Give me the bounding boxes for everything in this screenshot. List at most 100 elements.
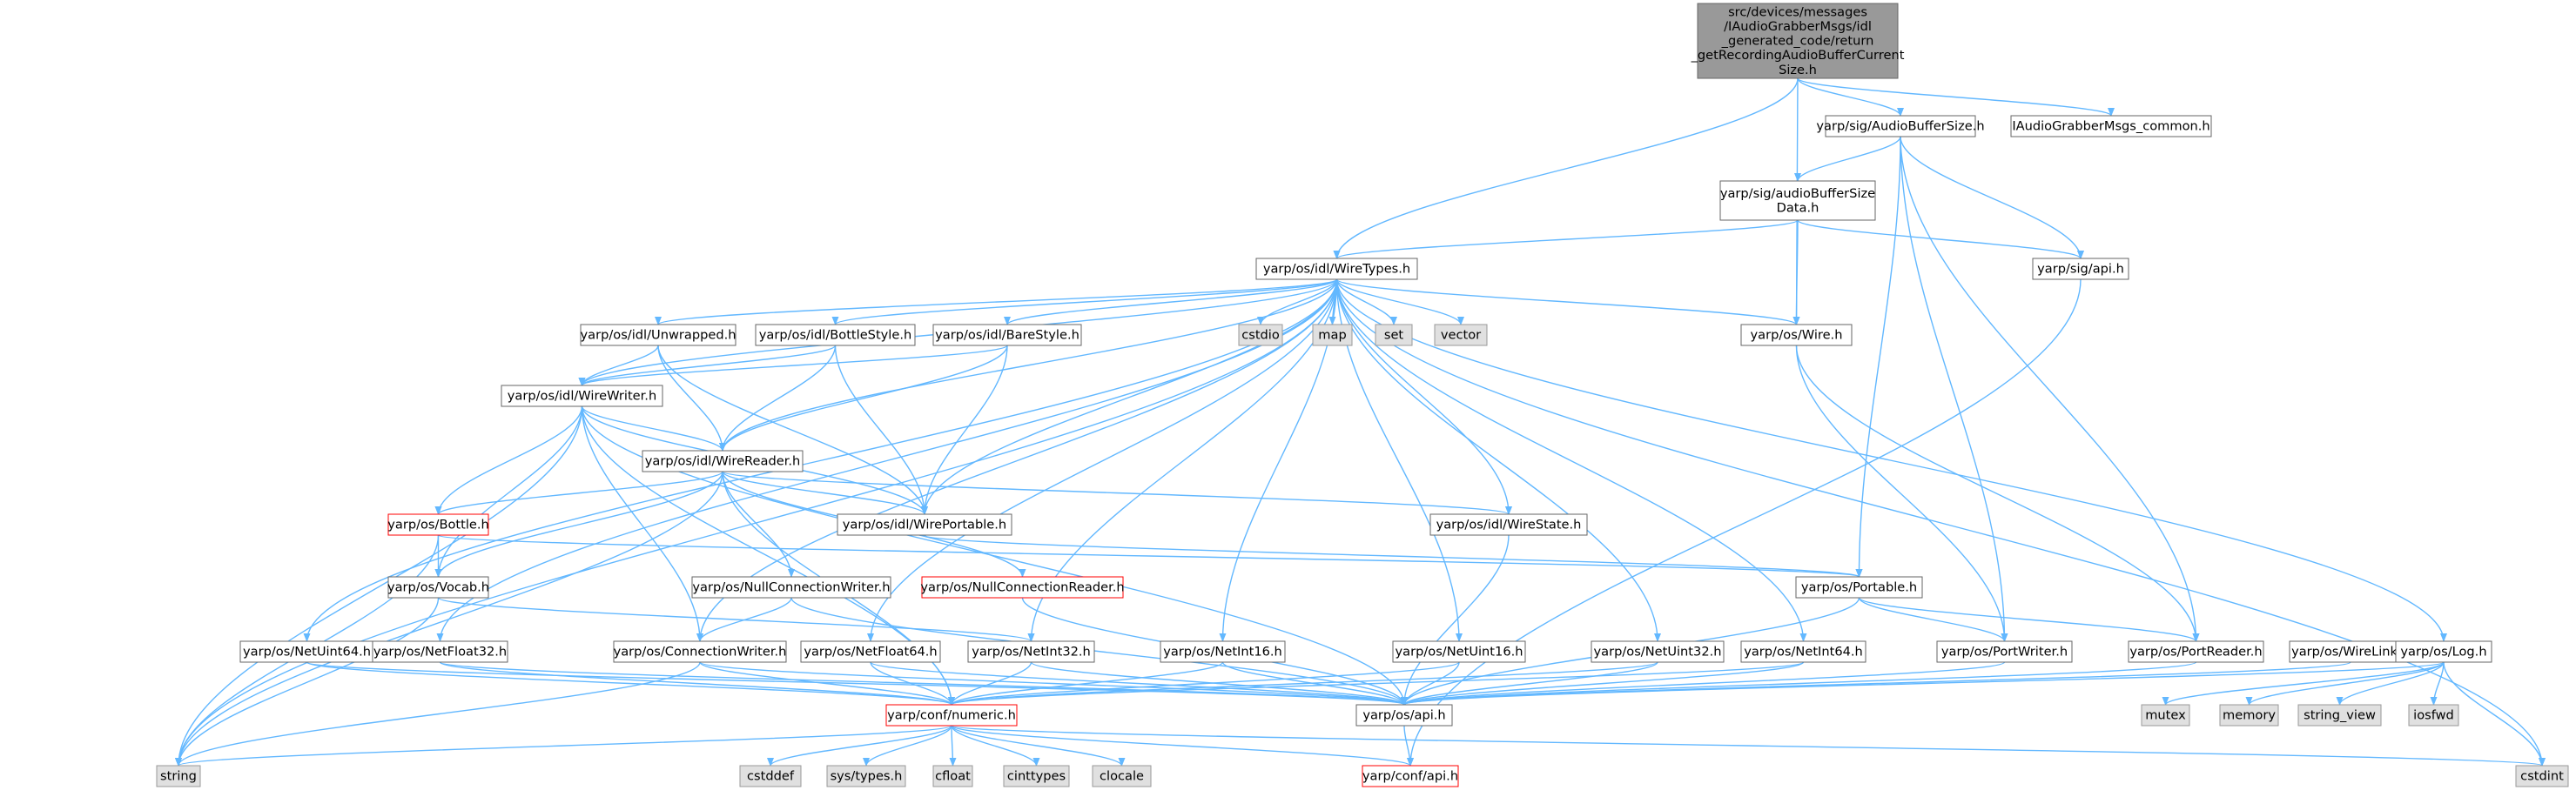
node-box-log[interactable]	[2395, 640, 2492, 663]
node-box-wiretypes[interactable]	[1255, 258, 1418, 280]
node-netuint16[interactable]: yarp/os/NetUint16.h	[1392, 640, 1526, 663]
edge-log-to-string_view	[2336, 661, 2445, 706]
node-box-unwrapped[interactable]	[580, 324, 736, 346]
node-box-root[interactable]	[1697, 3, 1899, 79]
node-unwrapped[interactable]: yarp/os/idl/Unwrapped.h	[580, 324, 736, 346]
node-box-netfloat64[interactable]	[800, 640, 941, 663]
node-osapi[interactable]: yarp/os/api.h	[1355, 704, 1453, 727]
node-box-vocab[interactable]	[387, 576, 489, 599]
edge-numeric-to-systypes	[863, 725, 952, 767]
node-sigapi[interactable]: yarp/sig/api.h	[2032, 258, 2129, 280]
node-wirereader[interactable]: yarp/os/idl/WireReader.h	[642, 450, 804, 472]
node-box-confapi[interactable]	[1362, 765, 1459, 787]
node-label-wiretypes: yarp/os/idl/WireTypes.h	[1263, 262, 1410, 277]
node-box-netint16[interactable]	[1160, 640, 1286, 663]
edge-portwriter-to-osapi	[1401, 661, 2006, 706]
node-wiretypes[interactable]: yarp/os/idl/WireTypes.h	[1255, 258, 1418, 280]
node-connwriter[interactable]: yarp/os/ConnectionWriter.h	[613, 640, 787, 663]
node-netfloat64[interactable]: yarp/os/NetFloat64.h	[800, 640, 941, 663]
node-box-sigapi[interactable]	[2032, 258, 2129, 280]
edge-audiobuffersize-to-sigapi	[1900, 136, 2084, 259]
node-netfloat32[interactable]: yarp/os/NetFloat32.h	[372, 640, 508, 663]
node-box-osapi[interactable]	[1355, 704, 1453, 727]
node-box-wirelink[interactable]	[2289, 640, 2412, 663]
edge-netint16-to-numeric	[948, 661, 1224, 706]
node-label-bottle: yarp/os/Bottle.h	[387, 518, 489, 532]
node-box-wirereader[interactable]	[642, 450, 804, 472]
node-numeric[interactable]: yarp/conf/numeric.h	[885, 704, 1018, 727]
edges-layer	[175, 77, 2546, 767]
edge-connwriter-to-numeric	[699, 661, 955, 706]
node-barestyle[interactable]: yarp/os/idl/BareStyle.h	[932, 324, 1082, 346]
node-box-audiobuffersizedata[interactable]	[1719, 180, 1876, 221]
node-box-numeric[interactable]	[885, 704, 1018, 727]
node-nullconnwriter[interactable]: yarp/os/NullConnectionWriter.h	[691, 576, 891, 599]
node-box-netuint64[interactable]	[239, 640, 374, 663]
node-box-audiobuffersize[interactable]	[1825, 115, 1976, 137]
node-box-bottlestyle[interactable]	[755, 324, 916, 346]
node-box-wirewriter[interactable]	[501, 385, 663, 407]
node-box-bottle[interactable]	[387, 513, 489, 536]
node-box-wirestate[interactable]	[1429, 513, 1588, 536]
edge-wirereader-to-string	[175, 471, 723, 767]
node-confapi[interactable]: yarp/conf/api.h	[1362, 765, 1459, 787]
node-box-netint32[interactable]	[967, 640, 1095, 663]
node-label-wirelink: yarp/os/WireLink.h	[2291, 645, 2410, 660]
node-wirelink[interactable]: yarp/os/WireLink.h	[2289, 640, 2412, 663]
node-box-netint64[interactable]	[1740, 640, 1866, 663]
node-box-connwriter[interactable]	[613, 640, 787, 663]
edge-wiretypes-to-netfloat32	[436, 278, 1338, 642]
edge-wirewriter-to-wirereader	[581, 405, 726, 452]
node-wire[interactable]: yarp/os/Wire.h	[1740, 324, 1853, 346]
node-box-wireportable[interactable]	[837, 513, 1012, 536]
node-box-mutex	[2141, 704, 2190, 727]
node-clocale: clocale	[1092, 765, 1152, 787]
node-label-wirestate: yarp/os/idl/WireState.h	[1436, 518, 1582, 532]
node-netint16[interactable]: yarp/os/NetInt16.h	[1160, 640, 1286, 663]
node-wirestate[interactable]: yarp/os/idl/WireState.h	[1429, 513, 1588, 536]
edge-wirereader-to-vocab	[434, 471, 723, 578]
node-netint64[interactable]: yarp/os/NetInt64.h	[1740, 640, 1866, 663]
node-netint32[interactable]: yarp/os/NetInt32.h	[967, 640, 1095, 663]
node-cstdio: cstdio	[1238, 324, 1283, 346]
node-bottle[interactable]: yarp/os/Bottle.h	[387, 513, 489, 536]
node-box-portreader[interactable]	[2128, 640, 2264, 663]
node-bottlestyle[interactable]: yarp/os/idl/BottleStyle.h	[755, 324, 916, 346]
edge-wire-to-portreader	[1795, 345, 2200, 642]
node-audiobuffersize[interactable]: yarp/sig/AudioBufferSize.h	[1816, 115, 1985, 137]
node-cfloat: cfloat	[932, 765, 973, 787]
node-box-cinttypes	[1003, 765, 1070, 787]
node-root[interactable]: src/devices/messages/IAudioGrabberMsgs/i…	[1691, 3, 1905, 79]
edge-netint32-to-osapi	[1030, 661, 1408, 706]
node-box-netfloat32[interactable]	[372, 640, 508, 663]
node-portreader[interactable]: yarp/os/PortReader.h	[2128, 640, 2264, 663]
node-box-nullconnwriter[interactable]	[691, 576, 891, 599]
node-box-wire[interactable]	[1740, 324, 1853, 346]
node-iaudiocommon[interactable]: IAudioGrabberMsgs_common.h	[2010, 115, 2212, 137]
edge-log-to-iosfwd	[2430, 661, 2445, 706]
node-box-portwriter[interactable]	[1936, 640, 2073, 663]
node-portwriter[interactable]: yarp/os/PortWriter.h	[1936, 640, 2073, 663]
edge-sigapi-to-confapi	[1407, 278, 2082, 767]
node-box-netuint32[interactable]	[1591, 640, 1725, 663]
node-nullconnreader[interactable]: yarp/os/NullConnectionReader.h	[920, 576, 1125, 599]
node-portable[interactable]: yarp/os/Portable.h	[1795, 576, 1923, 599]
node-box-barestyle[interactable]	[932, 324, 1082, 346]
edge-wiretypes-to-cstdio	[1257, 278, 1338, 325]
node-box-portable[interactable]	[1795, 576, 1923, 599]
edge-vocab-to-netint32	[437, 597, 1035, 642]
node-netuint64[interactable]: yarp/os/NetUint64.h	[239, 640, 374, 663]
node-label-netuint32: yarp/os/NetUint32.h	[1594, 645, 1722, 660]
edge-connwriter-to-string	[175, 661, 701, 767]
node-box-iaudiocommon[interactable]	[2010, 115, 2212, 137]
node-vector: vector	[1434, 324, 1488, 346]
node-wireportable[interactable]: yarp/os/idl/WirePortable.h	[837, 513, 1012, 536]
node-netuint32[interactable]: yarp/os/NetUint32.h	[1591, 640, 1725, 663]
node-box-netuint16[interactable]	[1392, 640, 1526, 663]
node-vocab[interactable]: yarp/os/Vocab.h	[387, 576, 489, 599]
node-log[interactable]: yarp/os/Log.h	[2395, 640, 2492, 663]
node-box-nullconnreader[interactable]	[921, 576, 1124, 599]
node-box-systypes	[826, 765, 906, 787]
node-wirewriter[interactable]: yarp/os/idl/WireWriter.h	[501, 385, 663, 407]
